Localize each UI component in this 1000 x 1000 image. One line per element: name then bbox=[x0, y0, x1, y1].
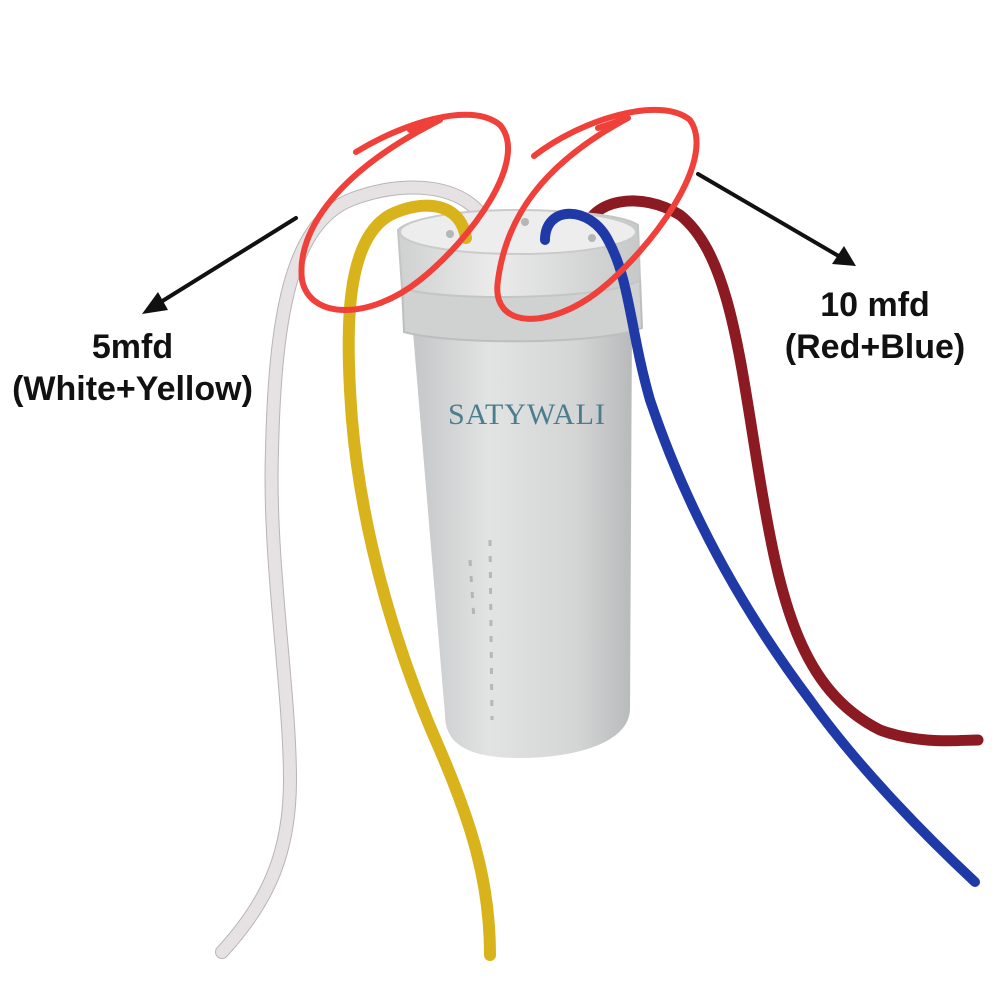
arrow-right bbox=[696, 172, 856, 266]
label-5mfd-wires: (White+Yellow) bbox=[12, 370, 253, 408]
terminal-dot bbox=[588, 234, 596, 242]
print-smudge bbox=[468, 539, 494, 721]
arrow-left bbox=[142, 216, 298, 314]
capacitor: SATYWALI bbox=[396, 209, 644, 758]
terminal-dot bbox=[521, 218, 529, 226]
capacitor-body bbox=[412, 320, 632, 758]
brand-label: SATYWALI bbox=[448, 398, 606, 431]
yellow-wire bbox=[342, 199, 496, 961]
highlight-10mfd bbox=[494, 106, 700, 322]
label-10mfd-wires: (Red+Blue) bbox=[784, 328, 966, 366]
blue-wire bbox=[540, 208, 980, 887]
label-5mfd: 5mfd (White+Yellow) bbox=[0, 326, 265, 410]
terminal-dot bbox=[446, 230, 454, 238]
label-10mfd-value: 10 mfd bbox=[820, 286, 930, 324]
red-wire bbox=[579, 195, 984, 747]
white-wire bbox=[216, 181, 496, 958]
label-10mfd: 10 mfd (Red+Blue) bbox=[770, 284, 980, 368]
label-5mfd-value: 5mfd bbox=[91, 328, 174, 366]
highlight-5mfd bbox=[298, 111, 511, 313]
